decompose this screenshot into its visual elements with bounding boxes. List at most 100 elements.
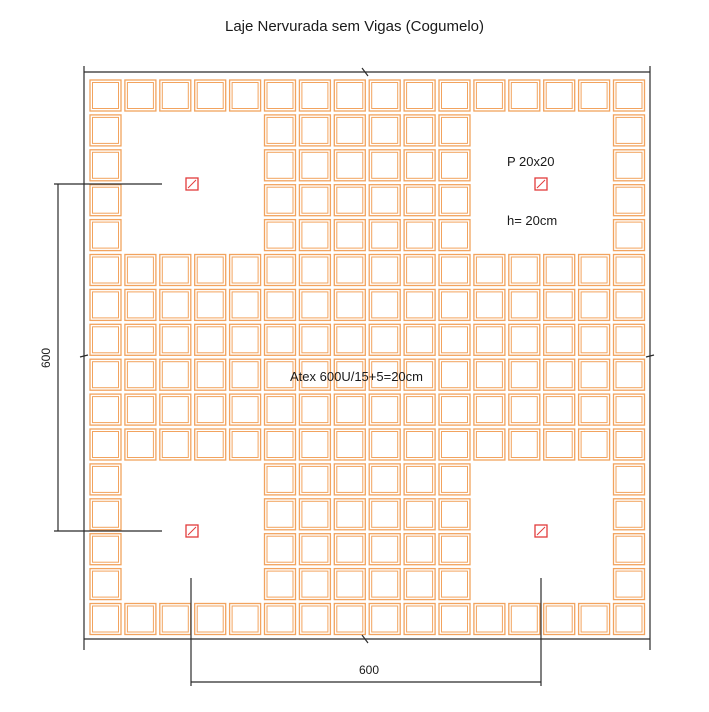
formwork-box-inner	[615, 116, 643, 144]
formwork-box	[298, 323, 332, 356]
formwork-box	[333, 602, 366, 636]
formwork-box	[263, 393, 297, 426]
formwork-box-inner	[441, 151, 468, 179]
formwork-box-inner	[475, 291, 503, 319]
formwork-box-inner	[371, 151, 399, 179]
formwork-box-inner	[406, 465, 434, 493]
formwork-box-inner	[266, 465, 294, 493]
formwork-box	[298, 463, 332, 496]
pillar-top-right	[534, 177, 548, 191]
formwork-box	[403, 463, 436, 496]
formwork-box-inner	[92, 116, 119, 144]
formwork-box-inner	[371, 326, 399, 354]
formwork-box	[403, 428, 436, 461]
formwork-box-inner	[406, 570, 434, 598]
formwork-box-inner	[266, 151, 294, 179]
formwork-box-inner	[126, 361, 154, 389]
formwork-box-inner	[510, 82, 538, 109]
formwork-box-inner	[371, 500, 399, 528]
formwork-box-inner	[196, 326, 224, 354]
formwork-box-inner	[126, 326, 154, 354]
formwork-box	[194, 323, 227, 356]
formwork-box	[403, 533, 436, 566]
formwork-box-inner	[475, 431, 503, 458]
formwork-box	[298, 149, 332, 182]
formwork-box	[368, 358, 401, 391]
formwork-box-inner	[161, 82, 189, 109]
formwork-box-inner	[161, 396, 189, 424]
formwork-box-inner	[231, 431, 259, 458]
formwork-box	[368, 428, 401, 461]
formwork-box	[159, 79, 192, 112]
formwork-box-inner	[336, 465, 364, 493]
formwork-box-inner	[231, 326, 259, 354]
formwork-box-inner	[92, 605, 119, 633]
formwork-box-inner	[161, 256, 189, 284]
formwork-box-inner	[441, 82, 468, 109]
formwork-box-inner	[336, 500, 364, 528]
left-mid-tick	[79, 354, 89, 358]
formwork-box	[543, 323, 576, 356]
formwork-box	[159, 288, 192, 322]
formwork-box-inner	[266, 291, 294, 319]
formwork-box-inner	[475, 605, 503, 633]
formwork-box-inner	[301, 82, 329, 109]
formwork-box	[368, 498, 401, 531]
formwork-box	[89, 218, 122, 252]
formwork-box	[508, 323, 541, 356]
formwork-box	[263, 149, 297, 182]
formwork-box-inner	[441, 535, 468, 563]
formwork-box	[438, 79, 471, 112]
formwork-box-inner	[231, 361, 259, 389]
formwork-box-inner	[406, 326, 434, 354]
formwork-box	[159, 602, 192, 636]
formwork-box	[89, 149, 122, 182]
formwork-box	[89, 463, 122, 496]
formwork-box-inner	[510, 431, 538, 458]
formwork-box	[403, 218, 436, 252]
formwork-box-inner	[406, 221, 434, 249]
formwork-box	[508, 393, 541, 426]
formwork-box-inner	[92, 151, 119, 179]
formwork-box	[89, 323, 122, 356]
formwork-box	[368, 184, 401, 217]
formwork-box	[89, 393, 122, 426]
formwork-box	[333, 79, 366, 112]
formwork-box	[124, 253, 157, 287]
formwork-box-inner	[510, 291, 538, 319]
formwork-box	[508, 253, 541, 287]
formwork-box	[263, 498, 297, 531]
formwork-box-inner	[92, 291, 119, 319]
formwork-box	[403, 323, 436, 356]
formwork-box	[368, 533, 401, 566]
formwork-box-inner	[336, 396, 364, 424]
formwork-box-inner	[371, 256, 399, 284]
formwork-box	[438, 428, 471, 461]
formwork-box	[124, 393, 157, 426]
formwork-box-inner	[336, 151, 364, 179]
formwork-box	[403, 79, 436, 112]
formwork-box	[438, 498, 471, 531]
formwork-box	[577, 602, 611, 636]
formwork-box	[228, 288, 262, 322]
formwork-box	[473, 393, 506, 426]
formwork-box-inner	[301, 186, 329, 214]
formwork-box-inner	[336, 256, 364, 284]
formwork-box-inner	[406, 361, 434, 389]
formwork-box	[403, 114, 436, 147]
formwork-box-inner	[615, 396, 643, 424]
bottom-mid-tick	[361, 634, 369, 644]
formwork-box-inner	[510, 361, 538, 389]
formwork-box	[89, 533, 122, 566]
formwork-box	[473, 79, 506, 112]
formwork-box	[124, 358, 157, 391]
formwork-box-inner	[545, 326, 573, 354]
formwork-box	[298, 218, 332, 252]
right-mid-tick	[645, 354, 655, 358]
formwork-box	[333, 323, 366, 356]
formwork-box-inner	[92, 82, 119, 109]
formwork-box	[298, 393, 332, 426]
formwork-box	[473, 288, 506, 322]
formwork-box-inner	[615, 431, 643, 458]
formwork-box-inner	[196, 82, 224, 109]
